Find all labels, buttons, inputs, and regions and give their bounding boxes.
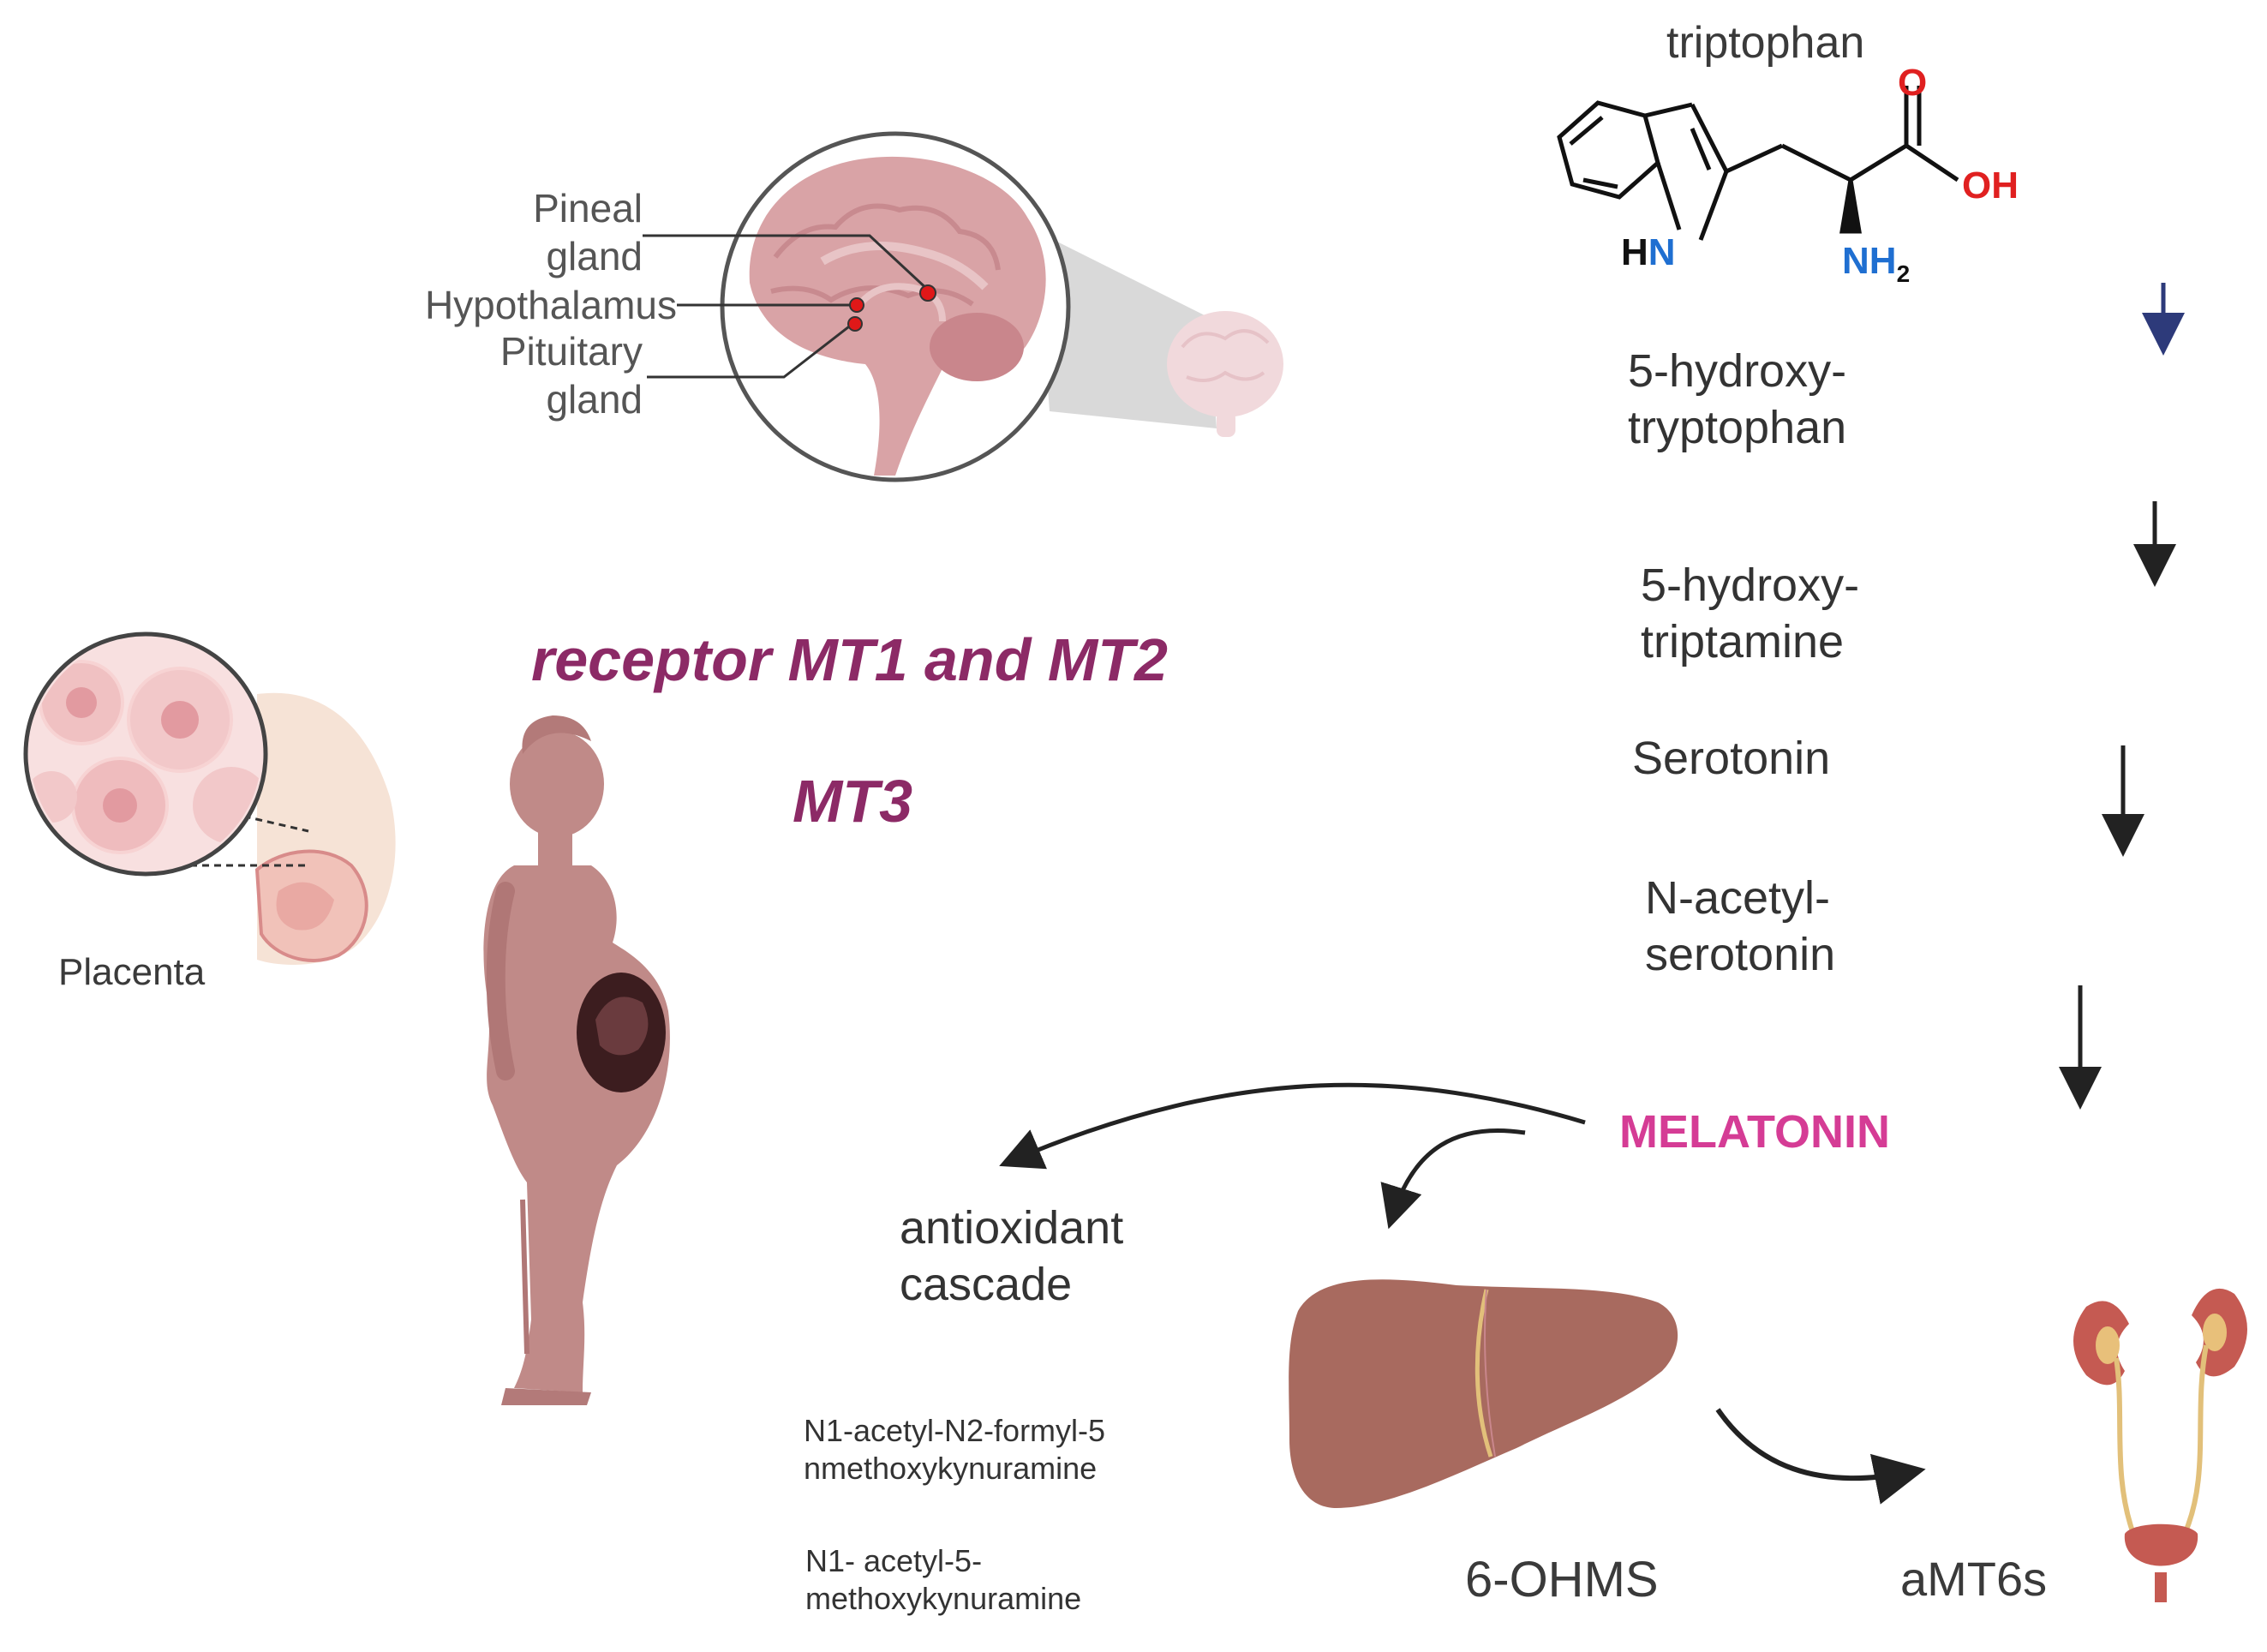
afmk-line1: N1-acetyl-N2-formyl-5 xyxy=(804,1413,1106,1448)
melatonin-label: MELATONIN xyxy=(1619,1106,1890,1158)
step3-line1: N-acetyl- xyxy=(1645,872,1831,924)
amk-line1: N1- acetyl-5- xyxy=(805,1543,983,1578)
kidney-illustration xyxy=(2073,1288,2247,1602)
hydroxyl-group: OH xyxy=(1962,165,2019,206)
pineal-line2: gland xyxy=(546,234,643,278)
step3-line2: serotonin xyxy=(1645,929,1836,980)
indole-nh: HN xyxy=(1621,231,1676,274)
step1-line1: 5-hydroxy- xyxy=(1628,345,1847,397)
antioxidant-line1: antioxidant xyxy=(900,1202,1124,1254)
amine-group: NH2 xyxy=(1842,240,1910,288)
hypothalamus-label: Hypothalamus xyxy=(424,283,677,327)
step2-line1: 5-hydroxy- xyxy=(1641,560,1860,611)
arrow-to-antioxidant xyxy=(999,1082,1586,1170)
pineal-gland-label: Pineal gland xyxy=(480,184,643,280)
step-5-hydroxytriptamine: 5-hydroxy- triptamine xyxy=(1641,557,1859,670)
pituitary-line2: gland xyxy=(546,377,643,422)
afmk-label: N1-acetyl-N2-formyl-5 nmethoxykynuramine xyxy=(804,1412,1105,1487)
amt6s-label: aMT6s xyxy=(1900,1552,2048,1606)
receptor-mt3-label: MT3 xyxy=(793,768,912,835)
antioxidant-line2: cascade xyxy=(900,1259,1073,1310)
step-5-hydroxytryptophan: 5-hydroxy- tryptophan xyxy=(1628,343,1846,456)
antioxidant-cascade-label: antioxidant cascade xyxy=(900,1200,1123,1313)
pineal-dot xyxy=(919,284,936,302)
triptophan-label: triptophan xyxy=(1666,18,1865,68)
step-n-acetylserotonin: N-acetyl- serotonin xyxy=(1645,870,1835,983)
pregnant-woman-illustration xyxy=(483,715,670,1405)
amine-nh: NH xyxy=(1842,240,1897,282)
indole-n: N xyxy=(1648,231,1676,273)
liver-illustration xyxy=(1289,1279,1678,1508)
placenta-label: Placenta xyxy=(58,951,206,993)
oxygen-atom: O xyxy=(1898,62,1928,104)
brain-illustration xyxy=(643,131,1283,482)
6-ohms-label: 6-OHMS xyxy=(1465,1552,1659,1607)
arrow-to-liver xyxy=(1380,1128,1526,1230)
step2-line2: triptamine xyxy=(1641,616,1845,667)
placenta-illustration xyxy=(23,631,396,965)
pineal-line1: Pineal xyxy=(533,186,643,230)
afmk-line2: nmethoxykynuramine xyxy=(804,1451,1098,1486)
amine-subscript: 2 xyxy=(1896,260,1911,287)
step-serotonin: Serotonin xyxy=(1632,733,1831,784)
pathway-arrows xyxy=(999,283,2185,1505)
pituitary-line1: Pituitary xyxy=(499,329,643,374)
pituitary-gland-label: Pituitary gland xyxy=(463,327,643,423)
receptor-mt1-mt2-label: receptor MT1 and MT2 xyxy=(531,626,1168,693)
amk-line2: methoxykynuramine xyxy=(805,1581,1082,1616)
pituitary-dot xyxy=(847,316,863,332)
arrow-to-kidney xyxy=(1715,1408,1926,1505)
step1-line2: tryptophan xyxy=(1628,402,1847,453)
cerebellum xyxy=(930,313,1024,381)
amk-label: N1- acetyl-5- methoxykynuramine xyxy=(805,1542,1081,1618)
hypothalamus-dot xyxy=(849,297,864,313)
small-brain-icon xyxy=(1167,311,1283,437)
tryptophan-structure xyxy=(1557,86,1959,241)
indole-h: H xyxy=(1621,231,1648,273)
